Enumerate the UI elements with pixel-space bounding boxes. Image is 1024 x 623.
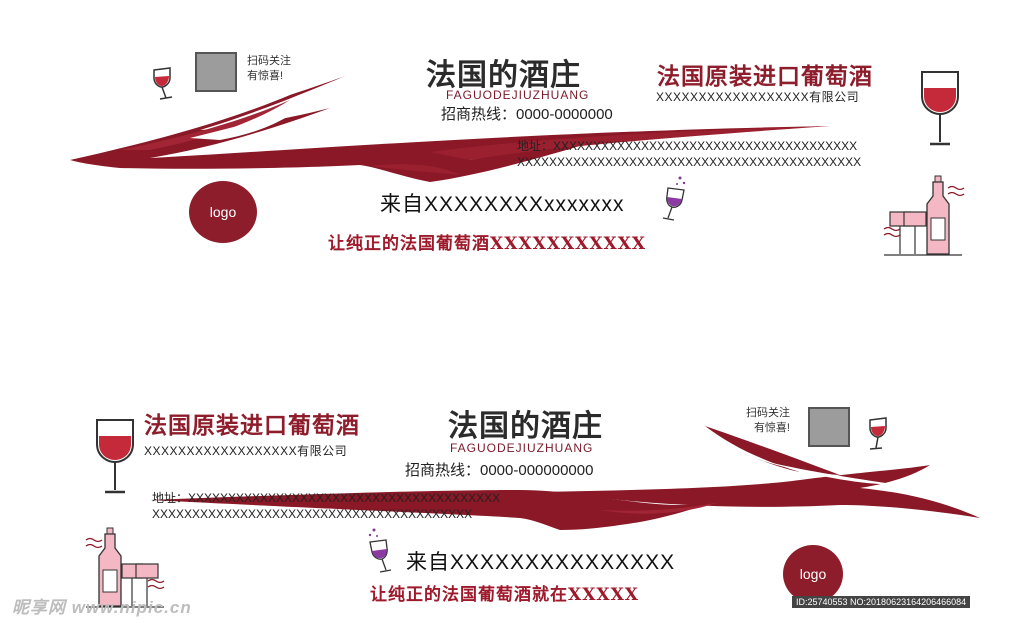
scan-hint-line1: 扫码关注 (746, 407, 790, 419)
wine-glass-icon (96, 419, 134, 494)
top-swoosh-decoration (70, 76, 830, 182)
scan-hint-line2: 有惊喜! (247, 70, 284, 82)
watermark-site: 昵享网 www.nipic.cn (12, 598, 192, 617)
brand-name: 法国的酒庄 (426, 58, 581, 93)
scan-hint: 扫码关注 有惊喜! (746, 406, 790, 436)
import-slogan: 法国原装进口葡萄酒 (657, 63, 873, 89)
top-card: 扫码关注 有惊喜! 法国的酒庄 FAGUODEJIUZHUANG 招商热线：00… (0, 0, 1024, 290)
qr-code[interactable] (808, 407, 850, 447)
brand-name: 法国的酒庄 (448, 409, 603, 444)
wine-glass-icon (662, 176, 686, 221)
hotline: 招商热线：0000-000000000 (405, 462, 594, 479)
brand-pinyin: FAGUODEJIUZHUANG (450, 441, 594, 455)
bottom-card: 法国原装进口葡萄酒 XXXXXXXXXXXXXXXXXX有限公司 法国的酒庄 F… (0, 360, 1024, 623)
qr-code[interactable] (195, 52, 237, 92)
import-slogan: 法国原装进口葡萄酒 (144, 412, 360, 438)
wine-bottle-icon (85, 527, 165, 608)
address-line2: XXXXXXXXXXXXXXXXXXXXXXXXXXXXXXXXXXXXXXXX (152, 507, 473, 521)
brand-pinyin: FAGUODEJIUZHUANG (446, 88, 590, 102)
address-line1: 地址：XXXXXXXXXXXXXXXXXXXXXXXXXXXXXXXXXXXXX… (517, 139, 858, 153)
logo-badge[interactable]: logo (189, 181, 257, 243)
origin-text: 来自XXXXXXXXxxxxxxx (380, 193, 625, 216)
logo-badge[interactable]: logo (783, 545, 843, 603)
address-line1: 地址：XXXXXXXXXXXXXXXXXXXXXXXXXXXXXXXXXXXXX… (152, 491, 501, 505)
wine-glass-icon (921, 71, 959, 146)
tagline: 让纯正的法国葡萄酒就在XXXXX (370, 585, 639, 605)
wine-bottle-icon (883, 175, 965, 256)
address-line2: XXXXXXXXXXXXXXXXXXXXXXXXXXXXXXXXXXXXXXXX… (517, 155, 862, 169)
watermark-id: ID:25740553 NO:20180623164206466084 (792, 596, 971, 608)
hotline: 招商热线：0000-0000000 (441, 106, 613, 123)
wine-glass-icon (153, 67, 173, 100)
scan-hint-line2: 有惊喜! (753, 422, 790, 434)
company-name: XXXXXXXXXXXXXXXXXX有限公司 (144, 444, 348, 458)
tagline: 让纯正的法国葡萄酒XXXXXXXXXXX (328, 234, 647, 254)
address-block: 地址：XXXXXXXXXXXXXXXXXXXXXXXXXXXXXXXXXXXXX… (152, 490, 500, 522)
address-block: 地址：XXXXXXXXXXXXXXXXXXXXXXXXXXXXXXXXXXXXX… (517, 138, 861, 170)
scan-hint-line1: 扫码关注 (247, 55, 291, 67)
origin-text: 来自XXXXXXXXXXXXXXX (406, 551, 676, 574)
wine-glass-icon (368, 528, 392, 573)
scan-hint: 扫码关注 有惊喜! (247, 54, 291, 84)
wine-glass-icon (869, 417, 887, 450)
company-name: XXXXXXXXXXXXXXXXXX有限公司 (656, 90, 860, 104)
logo-text: logo (799, 566, 827, 582)
logo-text: logo (209, 204, 237, 220)
bottom-swoosh-decoration (150, 426, 980, 530)
